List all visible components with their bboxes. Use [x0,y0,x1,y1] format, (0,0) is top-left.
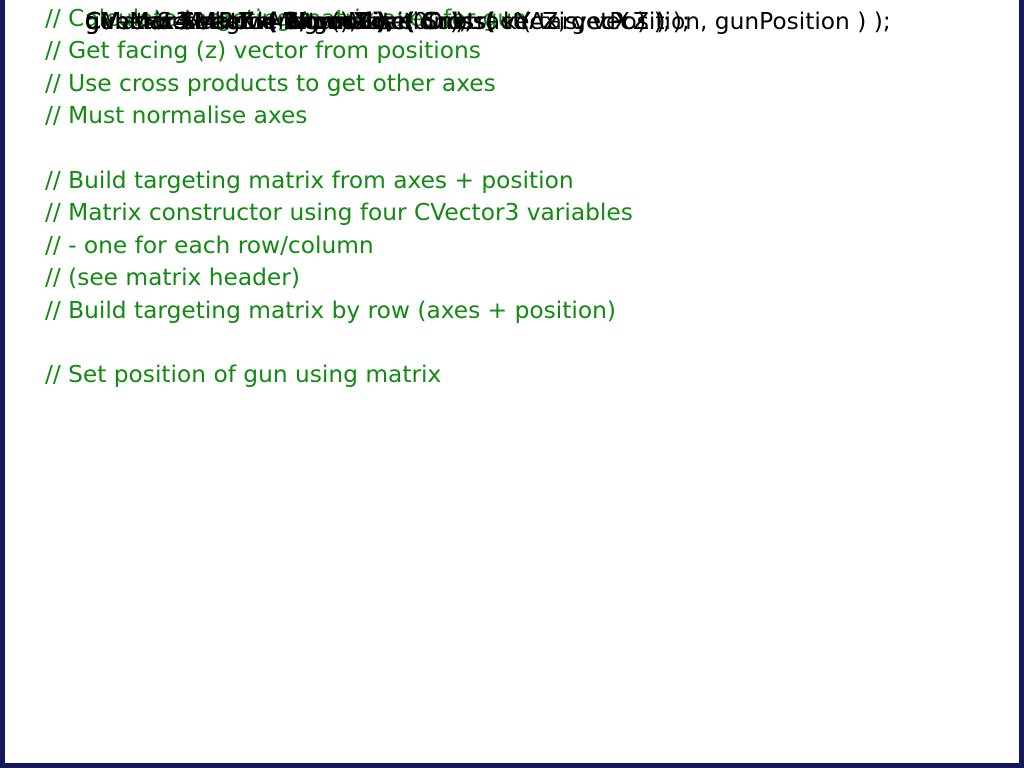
code-statement-line: CVector3 vecZ = Normalise( Subtract( tar… [85,8,891,35]
code-comment-line: // Build targeting matrix by row (axes +… [45,296,616,324]
code-statement-line: CVector3 vecX = Normalise( Cross( kYAxis… [85,8,690,35]
code-statement-line: CMatrix4x4 gunMat; [85,8,322,35]
code-statement-line: gunMat.SetRow( 1, vecY ); [85,8,393,35]
code-comment-line: // Must normalise axes [45,102,308,130]
code-comment-line: // Matrix constructor using four CVector… [45,199,633,227]
code-statement-line: gunMat.SetRow( 0, vecX ); [85,8,395,35]
code-statement-line: CVector3 vecY = Normalise( Cross( vecZ, … [85,8,671,35]
code-comment-line: // - one for each row/column [45,231,374,259]
code-comment-line: // Get facing (z) vector from positions [45,37,481,65]
code-blank-line [45,133,633,165]
code-statement-line: gunMat.MakeIdentity(); [85,8,357,35]
code-statement-line: gun->SetMatrix( &gunMat.e00 ); [85,8,468,35]
code-comment-line: // Use cross products to get other axes [45,69,496,97]
code-comment-line: // Calculate targeting matrix axes for g… [45,5,527,32]
code-comment-line: // Build targeting matrix from axes + po… [45,166,574,194]
code-listing: // Calculate targeting matrix axes for g… [45,3,891,392]
code-blank-line [45,327,633,359]
code-comment-line: // (see matrix header) [45,264,300,292]
code-statement-line: gunMat.SetRow( 3, gunPosition ); [85,8,473,35]
code-statement-line: gunMat.SetRow( 2, vecZ ); [85,8,395,35]
code-comment-line: // Set position of gun using matrix [45,361,442,389]
